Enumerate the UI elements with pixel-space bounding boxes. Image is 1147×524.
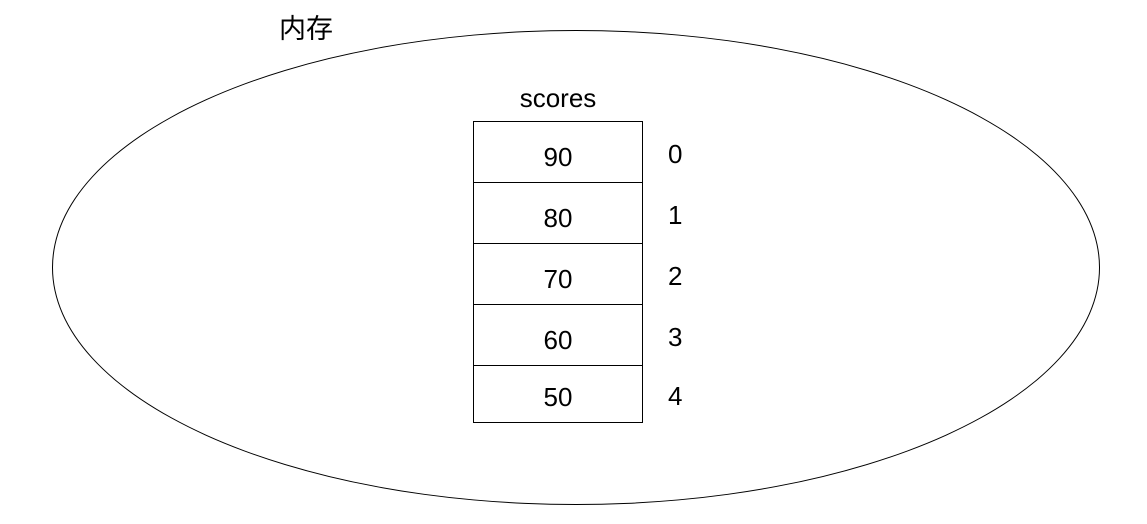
array-index-item: 2 <box>655 243 701 304</box>
array-cell: 90 <box>474 122 642 183</box>
array-name-label: scores <box>519 83 597 113</box>
array-index-item: 4 <box>655 365 701 422</box>
array-table: 90 80 70 60 50 <box>473 121 643 423</box>
array-index-item: 1 <box>655 182 701 243</box>
array-index-label: 0 <box>668 138 683 169</box>
array-index-column: 0 1 2 3 4 <box>655 121 701 422</box>
array-cell: 70 <box>474 244 642 305</box>
array-index-label: 3 <box>668 321 683 352</box>
array-cell-value: 50 <box>543 382 573 412</box>
array-cell: 60 <box>474 305 642 366</box>
array-cell-value: 70 <box>543 264 573 294</box>
array-cell: 50 <box>474 366 642 423</box>
array-cell: 80 <box>474 183 642 244</box>
array-index-label: 1 <box>668 199 683 230</box>
array-cell-value: 80 <box>543 203 573 233</box>
memory-ellipse <box>52 30 1100 505</box>
array-cell-value: 60 <box>543 325 573 355</box>
array-index-label: 2 <box>668 260 683 291</box>
memory-label: 内存 <box>279 14 333 44</box>
array-index-item: 0 <box>655 121 701 182</box>
array-index-item: 3 <box>655 304 701 365</box>
array-index-label: 4 <box>668 380 683 411</box>
array-cell-value: 90 <box>543 142 573 172</box>
